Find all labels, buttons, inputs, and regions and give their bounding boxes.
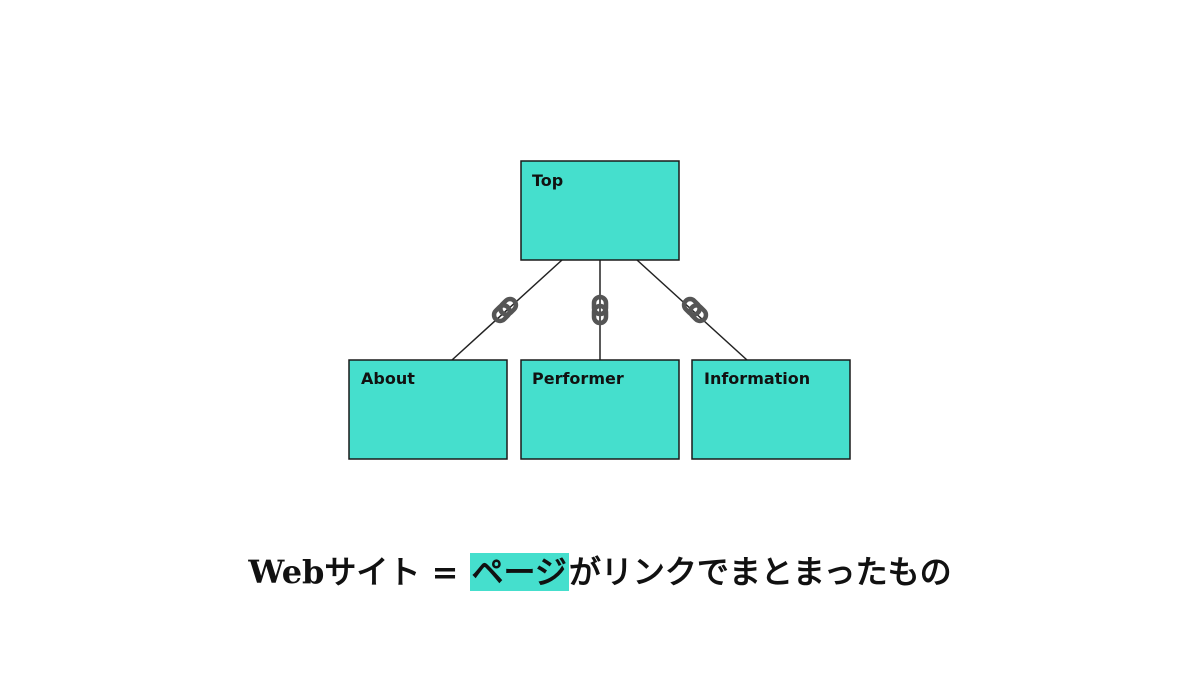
node-about: About [348, 359, 508, 460]
node-top: Top [520, 160, 680, 261]
caption-before: Webサイト = [248, 553, 470, 591]
edge-top-about [451, 259, 563, 361]
node-information: Information [691, 359, 851, 460]
node-performer: Performer [520, 359, 680, 460]
node-information-label: Information [704, 369, 810, 388]
caption: Webサイト = ページがリンクでまとまったもの [0, 548, 1200, 596]
node-about-label: About [361, 369, 415, 388]
link-chain-icon [682, 297, 709, 324]
link-chain-icon [492, 297, 519, 324]
node-top-label: Top [532, 171, 563, 190]
node-performer-label: Performer [532, 369, 624, 388]
caption-after: がリンクでまとまったもの [568, 553, 952, 591]
caption-highlight: ページ [469, 553, 569, 591]
